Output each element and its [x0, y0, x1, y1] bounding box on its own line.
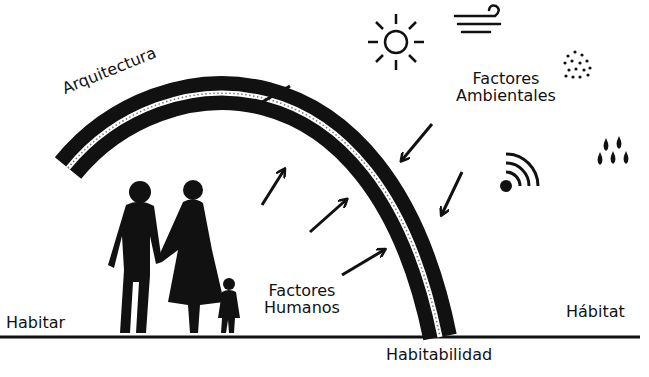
human-label: Factores Humanos: [252, 282, 352, 316]
habitar-label: Habitar: [6, 314, 65, 331]
rain-icon: [598, 136, 629, 165]
human-arrows: [262, 170, 384, 275]
architecture-arch: [68, 93, 440, 337]
arch-label: Arquitectura: [60, 44, 159, 97]
ground-line: [0, 336, 640, 339]
environment-label: Factores Ambientales: [436, 70, 576, 104]
sound-icon: [500, 154, 538, 192]
habitability-label: Habitabilidad: [386, 346, 492, 363]
habitat-label: Hábitat: [566, 303, 625, 320]
wind-icon: [455, 6, 500, 33]
particles-icon: [563, 50, 591, 78]
people-silhouettes: [108, 180, 240, 333]
environment-arrows: [250, 86, 462, 214]
sun-icon: [368, 14, 424, 70]
